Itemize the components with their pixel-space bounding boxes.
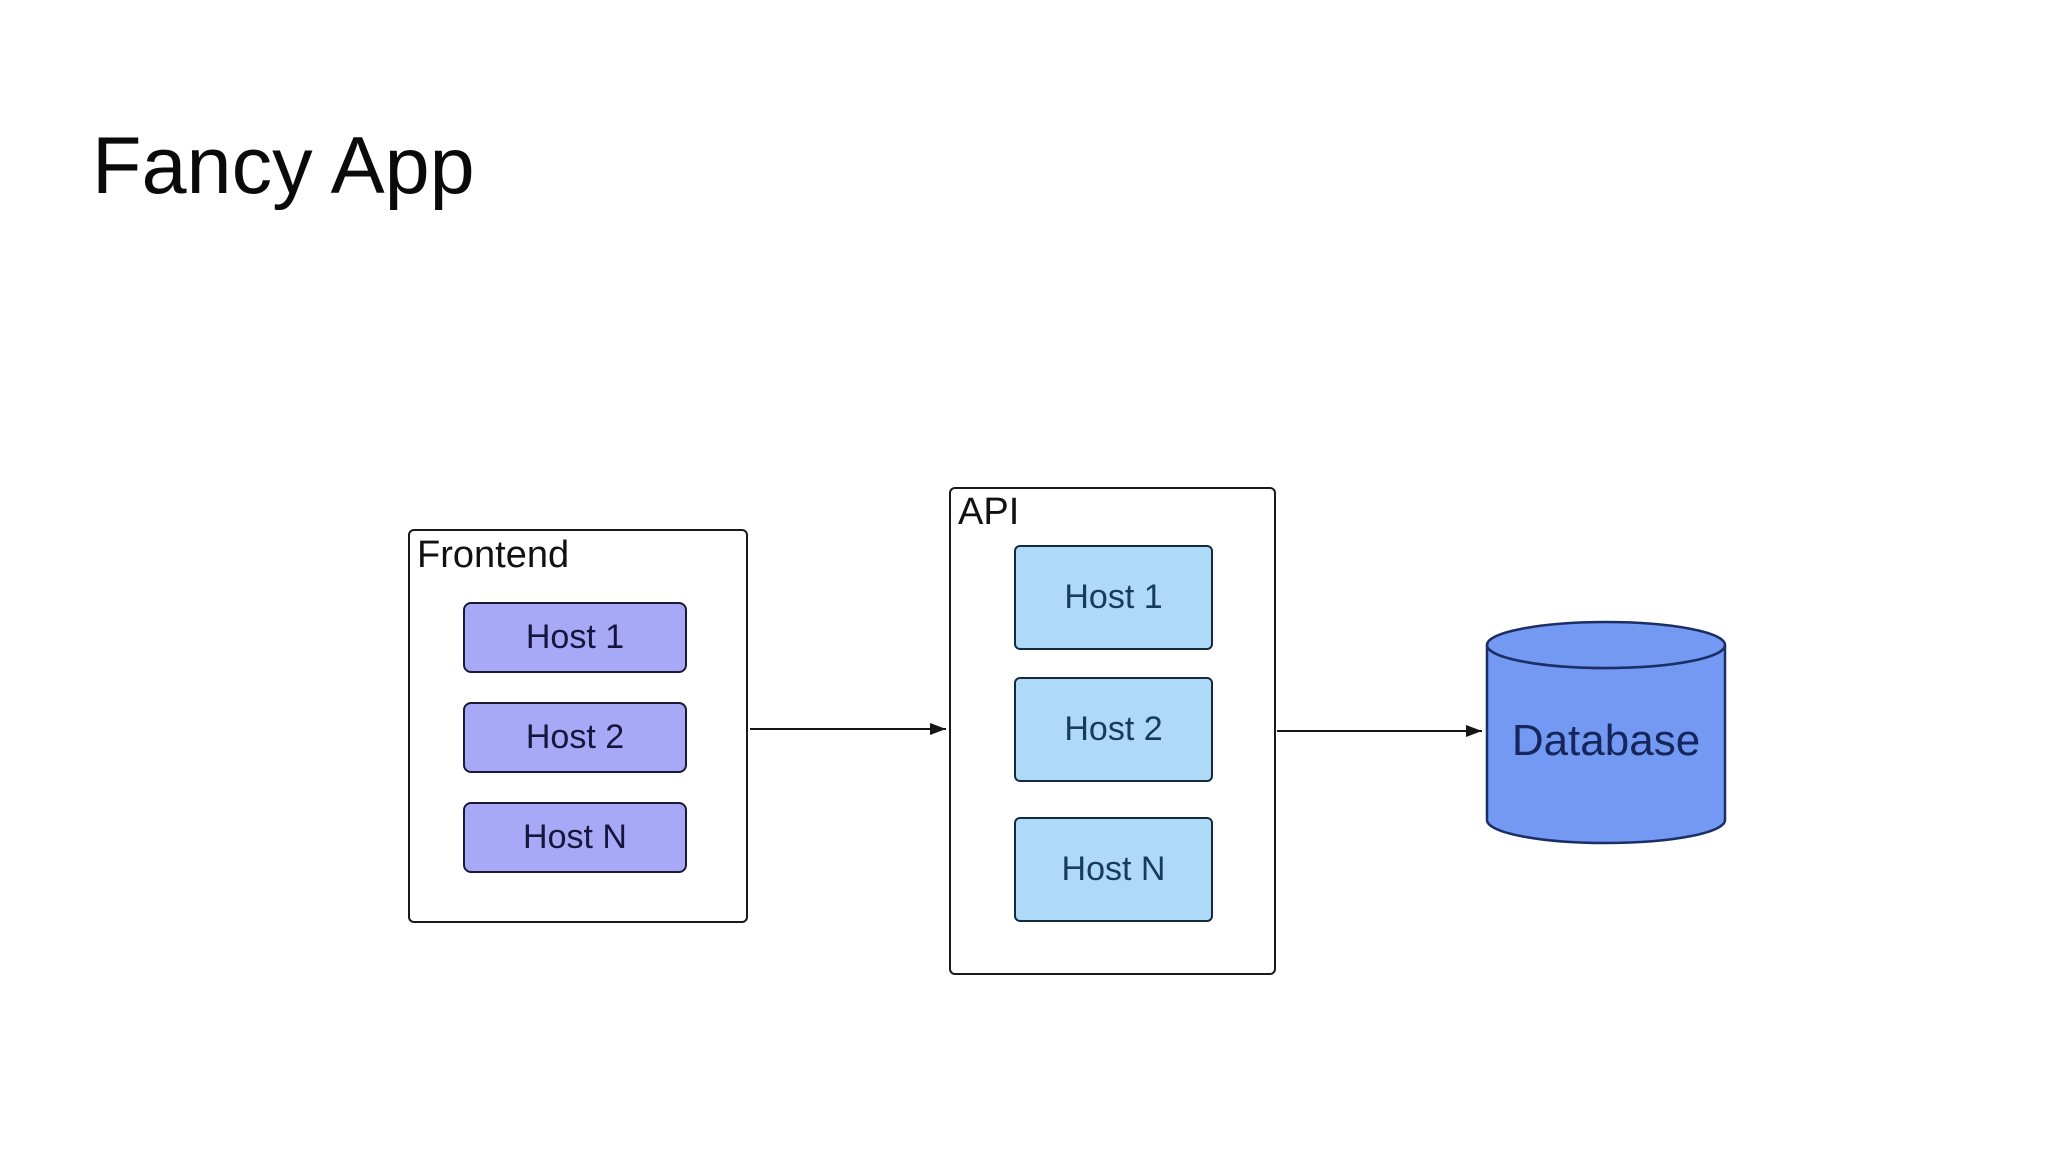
frontend-host-1-node: Host 1 <box>463 602 687 673</box>
api-host-n-node: Host N <box>1014 817 1213 922</box>
page-title: Fancy App <box>92 121 475 211</box>
frontend-group-label: Frontend <box>417 534 570 576</box>
database-cylinder-icon <box>1485 620 1727 845</box>
database-label: Database <box>1511 716 1701 765</box>
api-group-label: API <box>958 491 1020 533</box>
frontend-host-n-node: Host N <box>463 802 687 873</box>
api-host-1-node: Host 1 <box>1014 545 1213 650</box>
frontend-host-2-node: Host 2 <box>463 702 687 773</box>
api-host-2-node: Host 2 <box>1014 677 1213 782</box>
